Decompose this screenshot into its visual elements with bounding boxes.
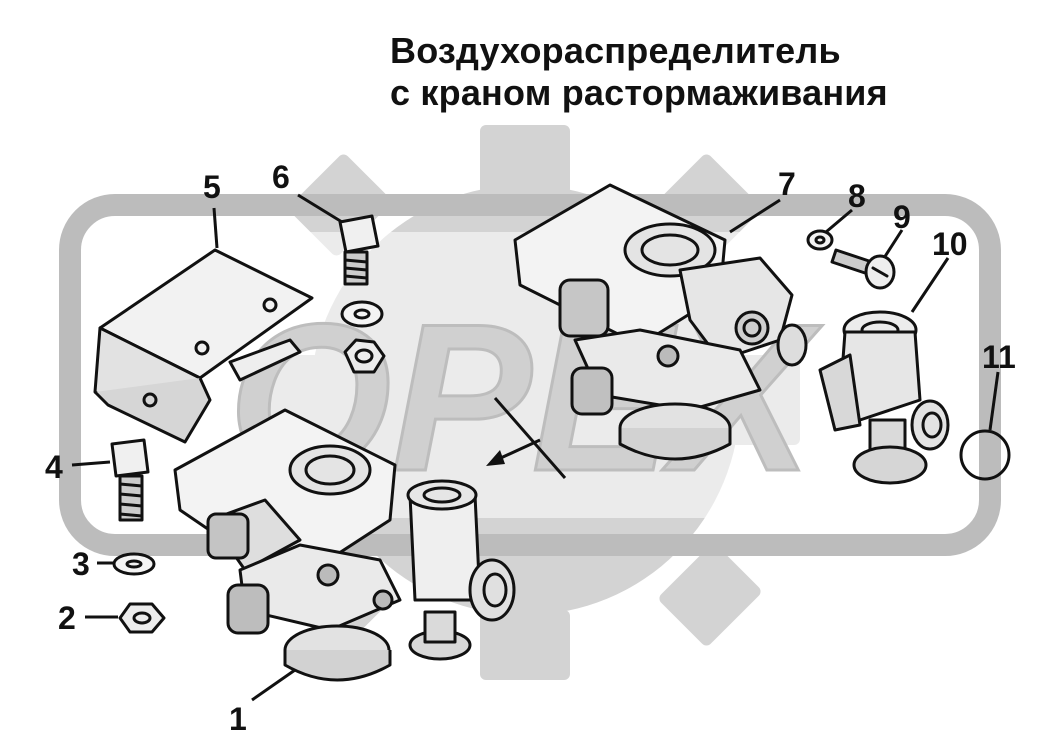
part-bolt-upper xyxy=(338,214,380,286)
leader-10 xyxy=(910,257,950,313)
part-release-valve xyxy=(818,310,950,485)
leader-5 xyxy=(212,207,219,249)
title-line-2: с краном растормаживания xyxy=(390,72,888,113)
watermark-frame xyxy=(59,194,1001,556)
callout-10: 10 xyxy=(932,226,968,262)
title-line-1: Воздухораспределитель xyxy=(390,30,841,71)
callout-numbers: 1 2 3 4 5 6 7 8 9 10 11 xyxy=(45,159,1016,737)
part-screw xyxy=(830,248,896,290)
leader-1 xyxy=(251,668,296,702)
callout-7: 7 xyxy=(778,166,796,202)
part-bracket xyxy=(93,248,314,444)
part-nut-lower xyxy=(118,602,166,634)
part-bolt-lower xyxy=(110,438,150,522)
leader-7 xyxy=(729,198,781,234)
callout-5: 5 xyxy=(203,169,221,205)
part-o-ring xyxy=(959,429,1011,481)
leader-8 xyxy=(825,208,853,234)
callout-4: 4 xyxy=(45,449,63,485)
part-air-distributor-assembly xyxy=(173,408,516,682)
callout-8: 8 xyxy=(848,178,866,214)
leader-11 xyxy=(988,371,1000,431)
part-nut-upper xyxy=(343,338,386,374)
callout-6: 6 xyxy=(272,159,290,195)
part-air-distributor-body xyxy=(513,183,808,461)
callout-2: 2 xyxy=(58,600,76,636)
callout-1: 1 xyxy=(229,701,247,737)
leader-9 xyxy=(882,229,904,259)
part-seal-washer xyxy=(806,229,834,251)
part-washer-upper xyxy=(340,300,384,328)
leader-lines xyxy=(71,193,1000,702)
assembly-arrow xyxy=(486,397,567,479)
part-washer-lower xyxy=(112,552,156,576)
callout-9: 9 xyxy=(893,199,911,235)
callout-3: 3 xyxy=(72,546,90,582)
leader-4 xyxy=(71,460,111,467)
leader-6 xyxy=(297,193,343,224)
diagram-title: Воздухораспределитель с краном растормаж… xyxy=(390,30,1030,114)
callout-11: 11 xyxy=(982,339,1016,375)
